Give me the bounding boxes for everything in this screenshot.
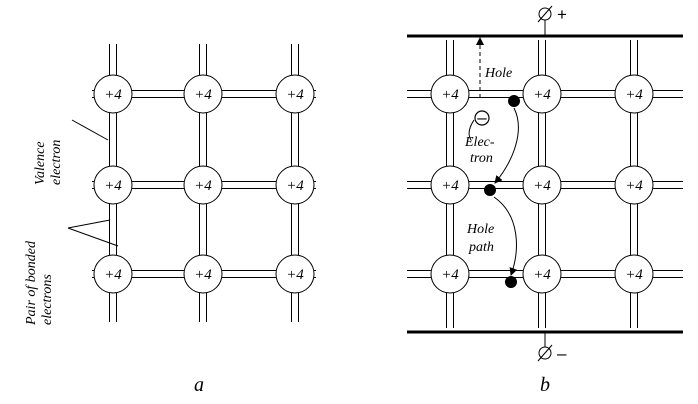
a-atom-1-2 [275,165,315,205]
hole-label: Hole [484,66,512,81]
b-atom-1-0 [430,165,470,205]
b-atom-2-1 [522,254,562,294]
panel-b-caption: b [540,374,550,396]
b-atom-0-0 [430,74,470,114]
a-atom-label-1-1: +4 [194,178,212,194]
hole-path-arrow-2 [493,196,518,276]
electron-label: Elec- tron [464,135,498,166]
top-terminal-slash [537,5,553,23]
a-atom-2-0 [93,254,133,294]
a-atom-label-0-1: +4 [194,87,212,103]
b-atom-2-0 [430,254,470,294]
valence-label-line1: Valence [33,141,48,185]
panel-b-electrodes: + – [407,5,683,363]
panel-a-annotations: Valence electron Pair of bonded electron… [24,119,204,396]
valence-electron-leader [71,119,109,141]
b-atom-label-2-2: +4 [625,267,643,283]
panel-a-crystal-lattice: +4 +4 +4 +4 +4 +4 +4 +4 +4 [92,44,316,322]
b-atom-label-1-1: +4 [533,178,551,194]
a-atom-label-1-0: +4 [104,178,122,194]
a-atom-label-0-2: +4 [286,87,304,103]
a-atom-label-2-2: +4 [286,267,304,283]
a-atom-label-0-0: +4 [104,87,122,103]
free-electron [474,110,490,126]
panel-b-crystal-lattice: +4 +4 +4 +4 +4 +4 +4 +4 +4 [407,40,683,328]
b-atom-label-0-1: +4 [533,87,551,103]
a-atom-label-2-0: +4 [104,267,122,283]
panel-b-annotations: Hole – Elec- tron Hole path b [464,37,550,396]
hole-path-line2: path [468,240,494,255]
electron-label-line2: tron [470,151,493,166]
a-atom-1-0 [93,165,133,205]
bonded-pair-leader-2 [67,227,119,247]
a-atom-0-1 [183,74,223,114]
valence-label-line2: electron [49,140,64,185]
hole-path-label: Hole path [466,222,498,255]
a-atom-1-1 [183,165,223,205]
hole-position-2 [484,184,496,196]
top-terminal-sign: + [557,5,567,24]
hole-position-3 [505,276,517,288]
b-atom-1-2 [614,165,654,205]
electron-leader [468,119,475,141]
hole-path-arrow-1 [494,107,519,184]
electron-label-line1: Elec- [464,135,495,150]
pair-label-line2: electrons [40,274,55,325]
bottom-terminal-sign: – [557,344,567,363]
b-atom-2-2 [614,254,654,294]
b-atom-label-1-2: +4 [625,178,643,194]
a-atom-label-1-2: +4 [286,178,304,194]
a-atom-0-2 [275,74,315,114]
b-atom-label-2-1: +4 [533,267,551,283]
a-atom-label-2-1: +4 [194,267,212,283]
bonded-pair-label: Pair of bonded electrons [24,238,55,327]
hole-position-1 [508,95,520,107]
panel-a-caption: a [194,374,204,396]
pair-label-line1: Pair of bonded [24,240,39,326]
hole-path-line1: Hole [466,222,494,237]
b-atom-0-1 [522,74,562,114]
b-atom-label-0-2: +4 [625,87,643,103]
a-atom-2-1 [183,254,223,294]
b-atom-label-2-0: +4 [441,267,459,283]
b-atom-0-2 [614,74,654,114]
b-atom-label-1-0: +4 [441,178,459,194]
a-atom-0-0 [93,74,133,114]
free-electron-sign: – [477,108,487,127]
bottom-terminal-slash [537,344,553,362]
b-atom-1-1 [522,165,562,205]
b-atom-label-0-0: +4 [441,87,459,103]
valence-electron-label: Valence electron [33,138,64,185]
bonded-pair-leader-1 [67,219,111,229]
a-atom-2-2 [275,254,315,294]
